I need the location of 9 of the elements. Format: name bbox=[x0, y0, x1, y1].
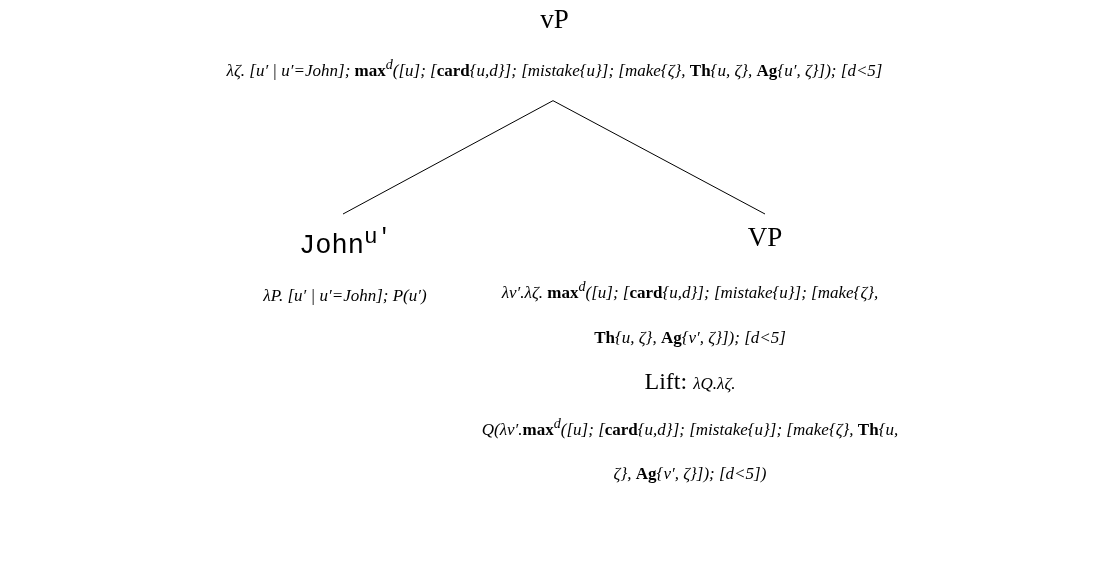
branch-line bbox=[552, 100, 766, 215]
node-label: John$^{u′}$ bbox=[299, 223, 391, 263]
formula-text: λζ. [u′ | u′=John]; max$^{d}$([u]; [card{u,d}]; [mistake{u}]; [make{ζ}, Th{u, ζ}, Ag{u′, ζ}]); [d<5] bbox=[226, 55, 883, 82]
node-label: vP bbox=[540, 3, 569, 36]
branch-line bbox=[342, 100, 554, 215]
formula-text: λP. [u′ | u′=John]; P(u′) bbox=[263, 285, 427, 307]
formula-text: Q(λv′.max$^{d}$([u]; [card{u,d}]; [mistake{u}]; [make{ζ}, Th{u, ζ}, Ag{v′, ζ}]); [d<5]) bbox=[480, 413, 900, 486]
node-label: VP bbox=[747, 221, 783, 254]
formula-text: Lift: λQ.λζ. bbox=[644, 367, 736, 394]
